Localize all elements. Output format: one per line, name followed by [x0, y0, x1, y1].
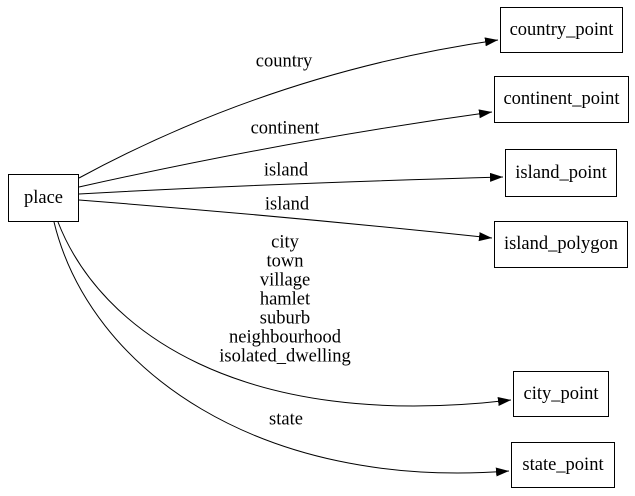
edge-label-island-polygon: island — [264, 194, 310, 215]
node-place-label: place — [23, 187, 64, 208]
node-city-point-label: city_point — [523, 383, 599, 404]
edge-label-state: state — [269, 409, 303, 430]
edge-label-city-types: city town village hamlet suburb neighbou… — [219, 232, 351, 367]
node-state-point-label: state_point — [522, 454, 604, 475]
edge-place-country-point — [78, 37, 499, 179]
edge-place-island-polygon — [78, 199, 493, 242]
node-island-polygon: island_polygon — [494, 221, 628, 268]
edge-place-state-point — [53, 221, 510, 477]
node-country-point: country_point — [500, 7, 623, 53]
node-continent-point: continent_point — [494, 76, 629, 123]
edge-label-island-point: island — [263, 160, 309, 181]
node-island-point-label: island_point — [515, 162, 607, 183]
edge-label-continent: continent — [250, 118, 320, 139]
node-continent-point-label: continent_point — [503, 89, 620, 110]
node-country-point-label: country_point — [509, 19, 614, 40]
node-place: place — [8, 174, 79, 222]
edge-place-island-point — [78, 172, 504, 195]
edge-place-continent-point — [78, 109, 493, 188]
edge-place-city-point — [57, 221, 512, 407]
node-state-point: state_point — [511, 442, 615, 488]
node-island-point: island_point — [505, 149, 617, 197]
node-city-point: city_point — [513, 371, 609, 417]
edge-label-country: country — [255, 51, 313, 72]
node-island-polygon-label: island_polygon — [503, 234, 619, 255]
